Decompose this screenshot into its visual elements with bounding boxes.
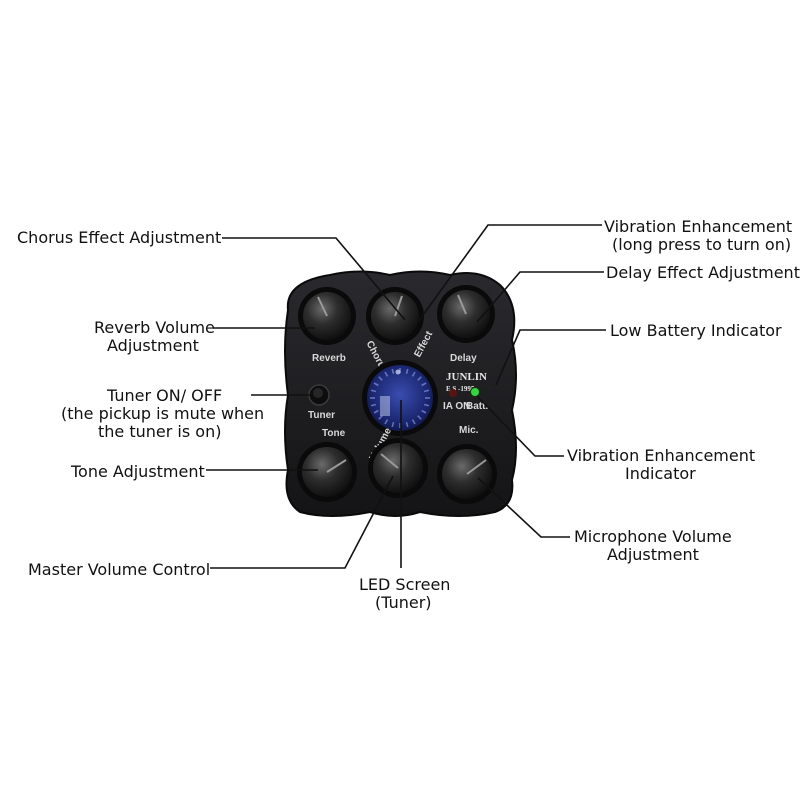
screen-tick — [370, 403, 377, 407]
leader-lines — [206, 224, 606, 569]
screen-tick — [423, 389, 430, 393]
callout-tuner-line1: Tuner ON/ OFF — [106, 386, 222, 405]
screen-tick — [378, 376, 383, 381]
tuner-label: Tuner — [308, 410, 335, 421]
callout-labels: Chorus Effect Adjustment Vibration Enhan… — [17, 217, 800, 612]
leader-master-volume — [210, 475, 394, 569]
reverb-knob[interactable] — [298, 287, 356, 345]
callout-vib-indicator-line2: Indicator — [625, 464, 696, 483]
callout-led-line1: LED Screen — [359, 575, 450, 594]
chorus-effect-knob[interactable] — [366, 287, 424, 345]
leader-vibration-enhancement — [417, 224, 602, 323]
mic-volume-knob[interactable] — [437, 444, 497, 504]
mic-label: Mic. — [459, 425, 479, 436]
screen-tick — [411, 419, 416, 425]
callout-tone: Tone Adjustment — [70, 462, 205, 481]
screen-tick — [391, 421, 395, 428]
vibration-enhancement-led — [449, 389, 457, 397]
callout-tuner-line3: the tuner is on) — [98, 422, 221, 441]
callout-chorus: Chorus Effect Adjustment — [17, 228, 221, 247]
callout-reverb-line2: Adjustment — [107, 336, 199, 355]
callout-vibration-line2: (long press to turn on) — [612, 235, 791, 254]
leader-low-battery — [495, 329, 606, 386]
ia-on-label: IA ON — [443, 401, 470, 412]
callout-mic-line2: Adjustment — [607, 545, 699, 564]
led-tuner-screen — [362, 360, 438, 436]
tuner-button[interactable] — [308, 384, 330, 406]
screen-tick — [421, 382, 427, 387]
screen-tick — [373, 382, 379, 387]
leader-mic — [477, 477, 570, 538]
callout-mic-line1: Microphone Volume — [574, 527, 732, 546]
callout-master-volume: Master Volume Control — [28, 560, 210, 579]
screen-tick — [411, 371, 416, 377]
tone-label: Tone — [322, 428, 346, 439]
screen-tick — [417, 415, 422, 420]
leader-delay — [476, 271, 604, 323]
batt-label: Batt. — [466, 401, 488, 412]
callout-led-line2: (Tuner) — [375, 593, 432, 612]
callout-tuner-line2: (the pickup is mute when — [61, 404, 264, 423]
screen-tick — [391, 368, 395, 375]
model-text: E S -1995 — [446, 385, 475, 393]
delay-knob[interactable] — [437, 285, 495, 343]
screen-tick — [423, 403, 430, 407]
screen-tick — [370, 389, 377, 393]
callout-low-battery: Low Battery Indicator — [610, 321, 782, 340]
screen-tick — [405, 421, 409, 428]
leader-chorus — [222, 237, 406, 321]
callout-delay: Delay Effect Adjustment — [606, 263, 800, 282]
screen-tick — [421, 409, 427, 414]
delay-label: Delay — [450, 353, 477, 364]
callout-vibration-line1: Vibration Enhancement — [604, 217, 792, 236]
screen-segment — [380, 396, 390, 416]
screen-tick — [378, 415, 383, 420]
reverb-label: Reverb — [312, 353, 346, 364]
tone-knob[interactable] — [297, 442, 357, 502]
screen-tick — [417, 376, 422, 381]
callout-reverb-line1: Reverb Volume — [94, 318, 215, 337]
screen-tick — [373, 409, 379, 414]
battery-led — [470, 387, 480, 397]
screen-tick — [384, 419, 389, 425]
callout-vib-indicator-line1: Vibration Enhancement — [567, 446, 755, 465]
screen-tick — [405, 368, 409, 375]
brand-logo-text: JUNLIN — [446, 371, 487, 383]
master-volume-knob[interactable] — [368, 438, 428, 498]
leader-vib-indicator — [476, 395, 564, 457]
pickup-device: Reverb Chorus Effect Delay Tuner JUNLIN … — [284, 270, 517, 517]
screen-tick — [384, 371, 389, 377]
screen-tick-ring — [370, 368, 430, 428]
screen-dot — [395, 369, 401, 375]
